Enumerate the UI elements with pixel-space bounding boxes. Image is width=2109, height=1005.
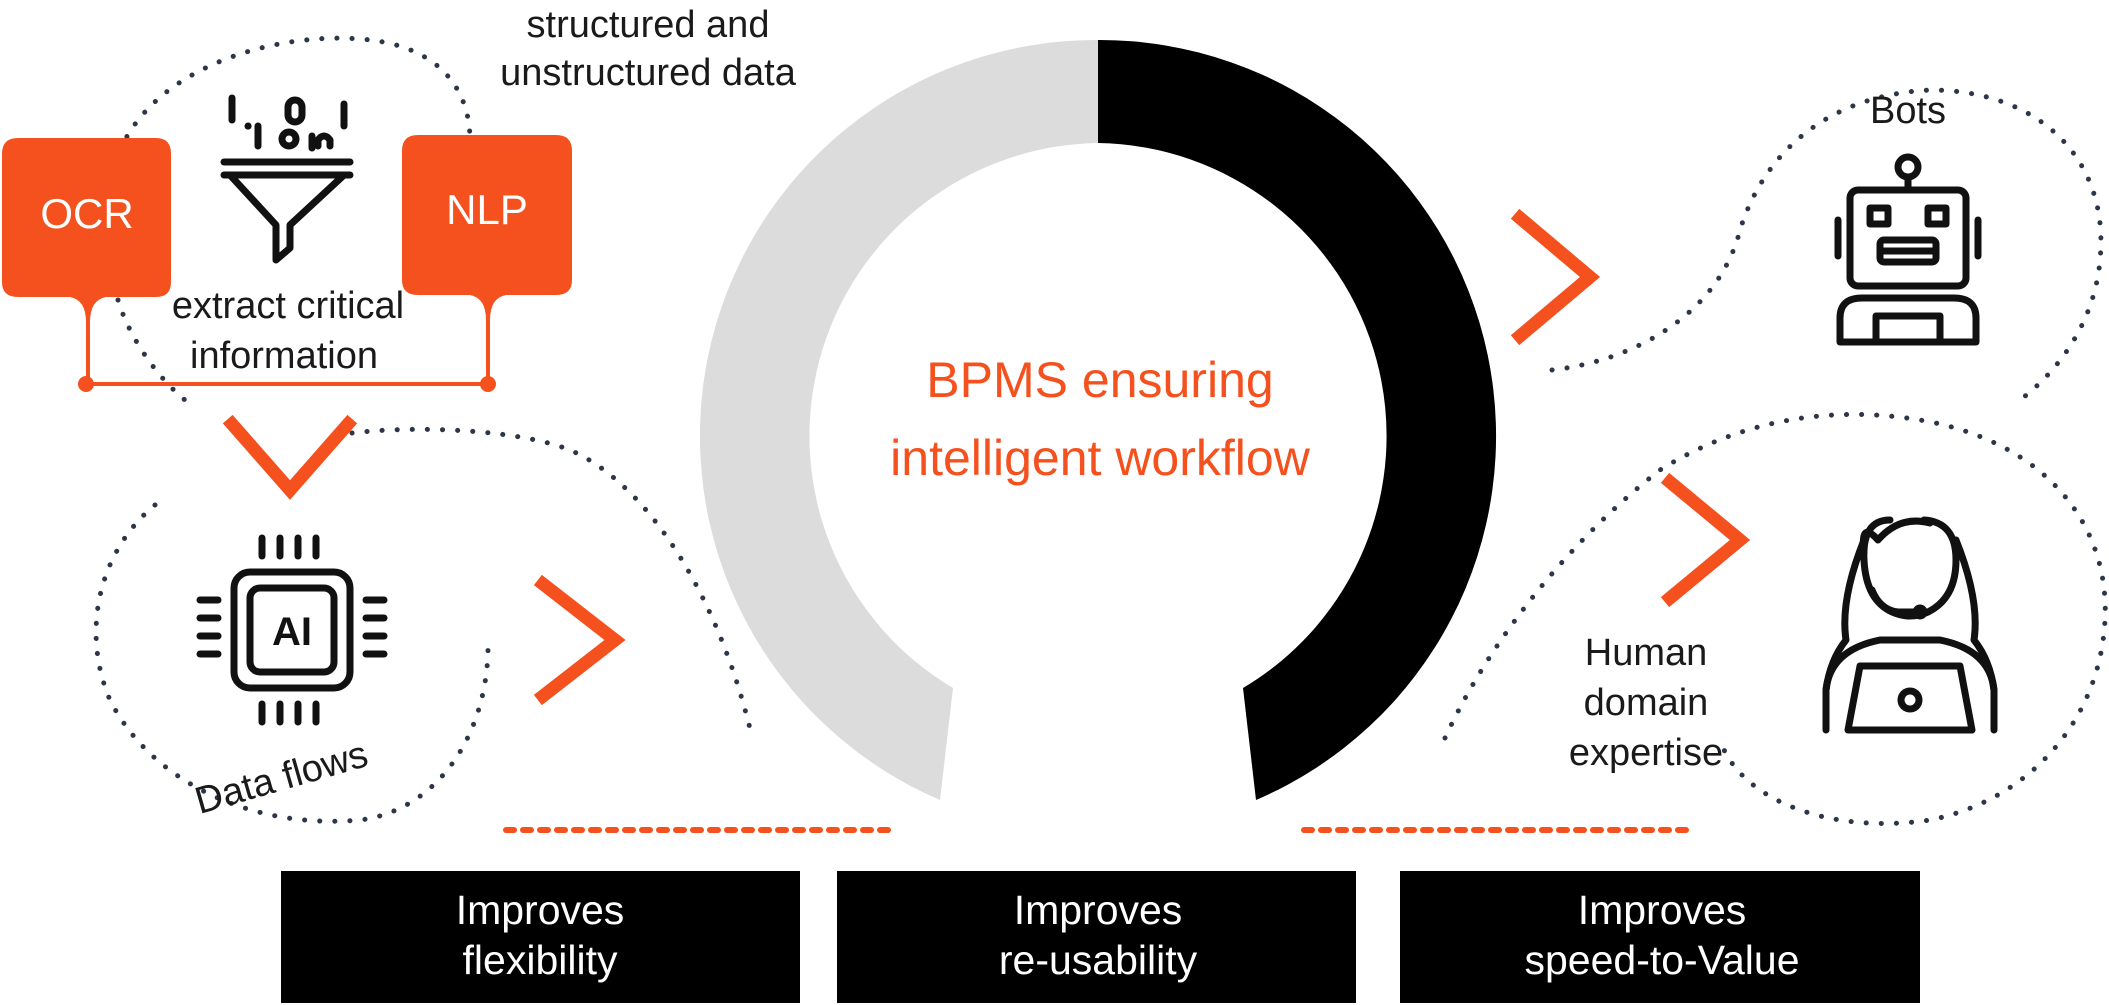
box-flexibility: Improves flexibility (281, 871, 800, 1003)
chevron-right-icon-human (1660, 472, 1751, 608)
dotted-circle-bots (1549, 87, 2104, 403)
structured-data-label-line1: structured and (527, 4, 770, 46)
dotted-arc-extraction-lower (115, 297, 188, 403)
box-flexibility-line1: Improves (456, 887, 625, 933)
extract-label-line2: information (190, 335, 378, 377)
nlp-tag: NLP (402, 135, 572, 384)
structured-data-label-line2: unstructured data (500, 52, 797, 94)
chevron-down-icon (222, 414, 358, 500)
nlp-connector-dot (480, 376, 496, 392)
ring-left-half (699, 39, 1098, 800)
ai-chip-icon (196, 534, 388, 726)
box-speed-to-value-line1: Improves (1578, 887, 1747, 933)
ai-chip-label: AI (272, 610, 312, 654)
nlp-label: NLP (446, 186, 528, 233)
ocr-label: OCR (40, 190, 133, 237)
funnel-data-icon (220, 94, 354, 264)
human-label-line3: expertise (1569, 732, 1723, 774)
box-re-usability-line2: re-usability (999, 937, 1198, 983)
dotted-circle-human (1442, 411, 2108, 826)
human-label-line1: Human (1585, 632, 1708, 674)
data-flows-label: Data flows (190, 733, 372, 822)
box-flexibility-line2: flexibility (463, 937, 618, 983)
human-label-line2: domain (1584, 682, 1709, 724)
center-title-line2: intelligent workflow (890, 430, 1311, 486)
center-title-line1: BPMS ensuring (926, 352, 1273, 408)
extract-label-line1: extract critical (172, 285, 404, 327)
ring-right-half (1098, 39, 1497, 800)
bots-label: Bots (1870, 90, 1946, 132)
chevron-right-icon-ai (533, 574, 626, 706)
dotted-circle-ai-lower (93, 502, 491, 824)
ocr-tag: OCR (2, 138, 171, 384)
ocr-connector-dot (78, 376, 94, 392)
box-re-usability-line1: Improves (1014, 887, 1183, 933)
dotted-circle-ai (349, 426, 755, 740)
chevron-right-icon-bots (1510, 208, 1601, 346)
box-re-usability: Improves re-usability (837, 871, 1356, 1003)
box-speed-to-value: Improves speed-to-Value (1400, 871, 1920, 1003)
support-agent-icon (1822, 516, 1998, 734)
box-speed-to-value-line2: speed-to-Value (1524, 937, 1799, 983)
robot-icon (1834, 153, 1982, 346)
